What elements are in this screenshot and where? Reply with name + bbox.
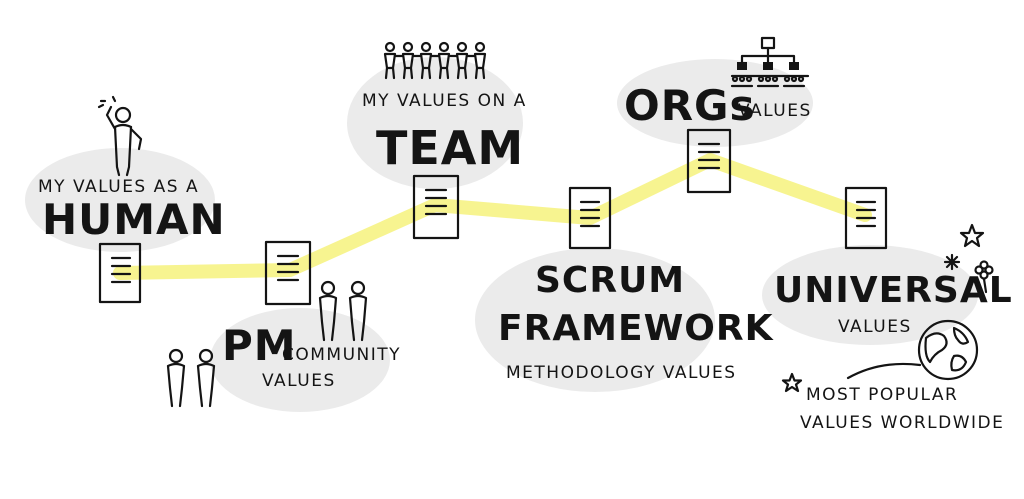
stage-pm-line2: VALUES — [262, 371, 336, 391]
document-icon — [844, 186, 888, 250]
stage-universal-title: UNIVERSAL — [774, 270, 1013, 311]
stage-orgs-suffix: VALUES — [738, 101, 812, 121]
stage-pm-line1: COMMUNITY — [282, 345, 401, 365]
document-icon — [686, 128, 732, 194]
blob-pm — [210, 308, 390, 412]
blob-scrum — [475, 248, 715, 392]
people-chain-icon — [383, 41, 487, 80]
stage-pm-title: PM — [222, 321, 297, 370]
star-icon — [781, 372, 803, 393]
standing-people-icon — [318, 280, 368, 342]
stage-scrum-subtitle: METHODOLOGY VALUES — [506, 363, 737, 383]
document-icon — [412, 174, 460, 240]
stage-universal-subtitle: VALUES — [838, 317, 912, 337]
globe-connector-line — [846, 362, 922, 380]
blob-universal — [762, 245, 978, 345]
document-icon — [264, 240, 312, 306]
stage-human-title: HUMAN — [42, 195, 226, 244]
stage-universal-note-line1: MOST POPULAR — [806, 385, 958, 405]
star-icon — [959, 223, 985, 248]
globe-icon — [917, 319, 979, 381]
stage-human-line1: MY VALUES AS A — [38, 177, 199, 197]
journey-path — [113, 153, 872, 280]
blob-human — [25, 148, 215, 252]
stage-team-title: TEAM — [376, 121, 524, 175]
stage-team-line1: MY VALUES ON A — [362, 91, 527, 111]
stage-universal-note-line2: VALUES WORLDWIDE — [800, 413, 1004, 433]
stage-scrum-title-line2: FRAMEWORK — [498, 308, 774, 349]
document-icon — [568, 186, 612, 250]
stage-scrum-title-line1: SCRUM — [535, 260, 685, 301]
stage-orgs-title: ORGs — [624, 81, 756, 130]
org-chart-icon — [730, 36, 810, 88]
speaking-person-icon — [97, 95, 143, 177]
sparkle-icon — [943, 253, 961, 271]
blob-orgs — [617, 59, 813, 147]
flower-icon — [974, 260, 994, 294]
document-icon — [98, 242, 142, 304]
blob-team — [347, 57, 523, 189]
standing-people-icon — [166, 348, 216, 408]
